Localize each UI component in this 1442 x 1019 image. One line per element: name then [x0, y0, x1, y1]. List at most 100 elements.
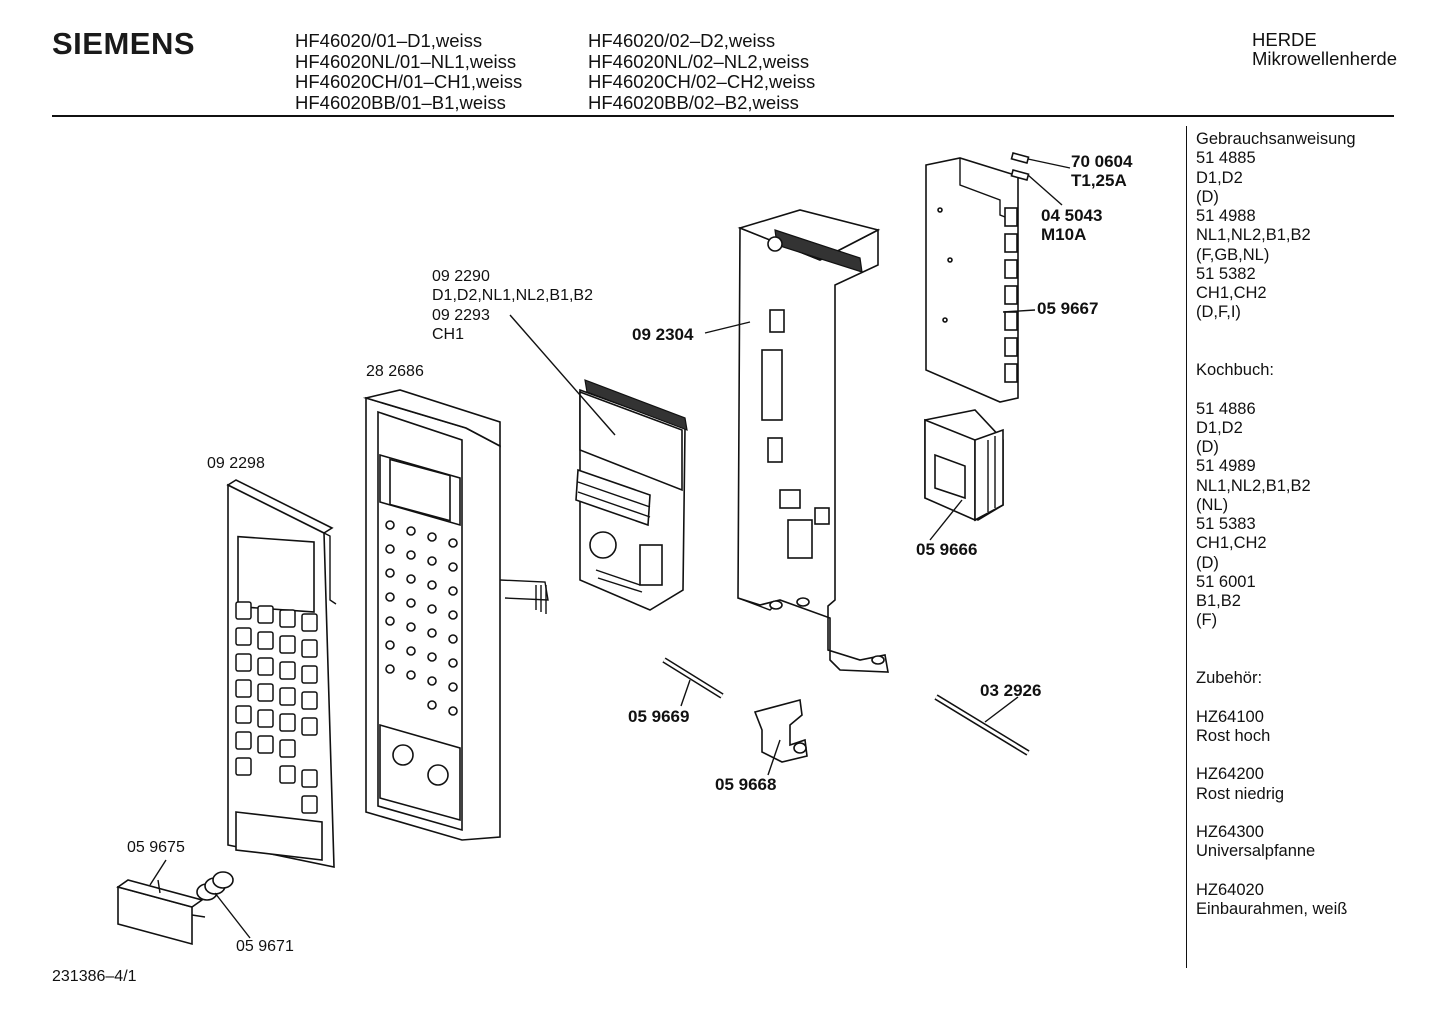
- keypad-key: [301, 691, 318, 710]
- callout-fuse-2-rating: M10A: [1041, 225, 1087, 244]
- callout-display-line: 09 2293: [432, 306, 490, 324]
- display-board-part: [575, 379, 688, 611]
- board-connector: [1004, 285, 1018, 305]
- keypad-key: [279, 687, 296, 706]
- sidebar-line: NL1,NL2,B1,B2: [1196, 476, 1311, 495]
- callout-panel: 09 2298: [207, 455, 265, 472]
- sidebar-line: CH1,CH2: [1196, 284, 1267, 302]
- keypad-key: [301, 795, 318, 814]
- keypad-key: [279, 661, 296, 680]
- model-list-column-1: HF46020/01–D1,weiss HF46020NL/01–NL1,wei…: [295, 30, 522, 114]
- model-line: HF46020NL/01–NL1,weiss: [295, 50, 517, 72]
- membrane-dot: [448, 562, 458, 572]
- callout-hinge: 05 9668: [715, 775, 777, 794]
- membrane-dot: [448, 610, 458, 620]
- board-connector: [1004, 363, 1018, 383]
- board-connector: [1004, 311, 1018, 331]
- membrane-dot: [427, 652, 437, 662]
- callout-fuse-1-number: 70 0604: [1071, 152, 1133, 171]
- callout-spring: 05 9671: [236, 938, 294, 955]
- membrane-dot: [427, 556, 437, 566]
- sidebar-line: B1,B2: [1196, 592, 1241, 610]
- membrane-dot: [427, 604, 437, 614]
- sidebar-line: Universalpfanne: [1196, 842, 1316, 861]
- board-connector: [1004, 337, 1018, 357]
- membrane-dot: [385, 664, 395, 674]
- sidebar-line: 51 4885: [1196, 149, 1256, 168]
- board-connector: [1004, 207, 1018, 227]
- callout-transformer: 05 9666: [916, 540, 978, 559]
- sidebar-rule: [1186, 126, 1187, 968]
- membrane-dots: [385, 520, 458, 716]
- membrane-dot: [385, 592, 395, 602]
- frame-part: [362, 389, 549, 841]
- callout-display-line: CH1: [432, 325, 465, 343]
- drawing-number: 231386–4/1: [52, 968, 137, 985]
- sidebar-line: HZ64200: [1196, 765, 1264, 784]
- leader-lines: [149, 158, 1071, 939]
- keypad-key: [235, 705, 252, 724]
- sidebar-line: NL1,NL2,B1,B2: [1196, 226, 1311, 245]
- sidebar-line: 51 4989: [1196, 457, 1256, 476]
- callout-display-line: D1,D2,NL1,NL2,B1,B2: [432, 287, 593, 305]
- callout-fuse-1-rating: T1,25A: [1071, 171, 1127, 190]
- sidebar-line: HZ64300: [1196, 823, 1264, 841]
- callout-board: 05 9667: [1037, 299, 1099, 318]
- category-title: HERDE: [1252, 29, 1317, 50]
- rod-part: [934, 694, 1030, 756]
- membrane-dot: [427, 700, 437, 710]
- sidebar-spacer: [1196, 688, 1356, 707]
- board-connector: [1004, 233, 1018, 253]
- pin-part: [662, 657, 724, 699]
- keypad-key: [301, 769, 318, 788]
- sidebar-line: (F): [1196, 611, 1218, 630]
- board-connectors: [1004, 207, 1018, 383]
- sidebar-line: (F,GB,NL): [1196, 245, 1270, 264]
- keypad-key: [279, 765, 296, 784]
- sidebar-line: 51 5382: [1196, 264, 1256, 283]
- membrane-dot: [406, 550, 416, 560]
- membrane-dot: [448, 634, 458, 644]
- sidebar-line: 51 6001: [1196, 572, 1256, 591]
- model-line: HF46020/01–D1,weiss: [295, 30, 483, 51]
- brand-logo: SIEMENS: [52, 26, 196, 61]
- bracket-part: [737, 209, 889, 673]
- main-board-part: [925, 157, 1019, 403]
- keypad-key: [257, 605, 274, 624]
- membrane-dot: [427, 628, 437, 638]
- model-line: HF46020/02–D2,weiss: [588, 30, 776, 51]
- membrane-dot: [385, 640, 395, 650]
- keypad-key: [257, 683, 274, 702]
- sidebar-spacer: [1196, 804, 1356, 823]
- callout-display-line: 09 2290: [432, 268, 490, 285]
- model-list-column-2: HF46020/02–D2,weiss HF46020NL/02–NL2,wei…: [588, 30, 815, 114]
- sidebar-spacer: [1196, 746, 1356, 765]
- callout-pin: 05 9669: [628, 707, 690, 726]
- membrane-dot: [406, 646, 416, 656]
- sidebar-line: 51 4886: [1196, 399, 1256, 418]
- keypad-key: [301, 717, 318, 736]
- sidebar-line: (D): [1196, 187, 1219, 206]
- membrane-dot: [448, 586, 458, 596]
- sidebar-line: Rost hoch: [1196, 726, 1271, 745]
- keypad-key: [235, 679, 252, 698]
- category-block: HERDE Mikrowellenherde: [1252, 30, 1397, 68]
- keypad-key: [235, 601, 252, 620]
- keypad-key: [235, 653, 252, 672]
- sidebar-line: CH1,CH2: [1196, 534, 1267, 553]
- callout-button: 05 9675: [127, 839, 185, 856]
- model-line: HF46020NL/02–NL2,weiss: [588, 50, 810, 72]
- keypad-key: [235, 757, 252, 776]
- sidebar-line: Rost niedrig: [1196, 784, 1285, 803]
- membrane-dot: [385, 616, 395, 626]
- sidebar-spacer: [1196, 862, 1356, 881]
- sidebar-spacer: [1196, 631, 1356, 650]
- membrane-dot: [448, 538, 458, 548]
- membrane-dot: [406, 670, 416, 680]
- callout-frame: 28 2686: [366, 363, 424, 380]
- sidebar-line: Einbaurahmen, weiß: [1196, 900, 1348, 918]
- sidebar-spacer: [1196, 323, 1356, 342]
- keypad-key: [257, 631, 274, 650]
- keypad-key: [279, 609, 296, 628]
